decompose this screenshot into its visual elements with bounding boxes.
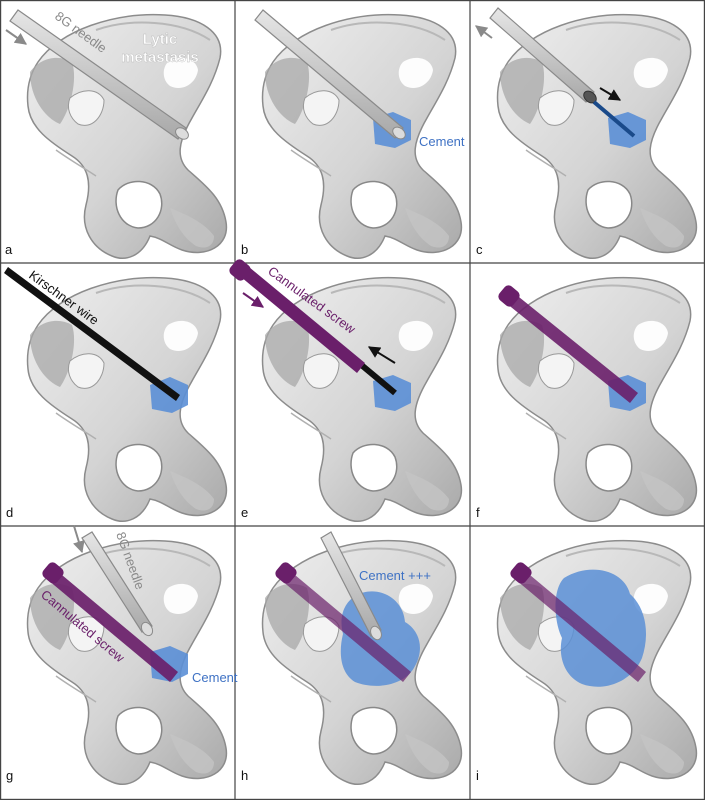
panel-letter: f	[476, 505, 480, 520]
arrow-icon	[73, 525, 85, 554]
cannulated-screw	[48, 570, 178, 682]
panel-d: Kirschner wire d	[4, 267, 228, 523]
needle	[254, 9, 406, 140]
screw-head	[510, 562, 532, 584]
needle	[320, 531, 382, 641]
cannulated-screw	[241, 267, 365, 373]
panel-letter: h	[241, 768, 248, 783]
arrow-icon	[599, 87, 622, 101]
panel-b: Cement b	[241, 9, 465, 260]
needle	[9, 9, 189, 140]
panel-letter: a	[5, 242, 13, 257]
cement-label: Cement +++	[359, 568, 431, 583]
needle	[81, 531, 154, 637]
arrow-icon	[475, 25, 493, 39]
screw-head	[275, 562, 297, 584]
panel-g: 8G needle Cannulated screw Cement g	[6, 525, 238, 786]
screw-head	[229, 259, 251, 281]
panel-letter: i	[476, 768, 479, 783]
arrow-icon	[242, 292, 264, 308]
cement-label: Cement	[192, 670, 238, 685]
arrow-icon	[367, 346, 396, 364]
panel-letter: e	[241, 505, 248, 520]
panel-letter: c	[476, 242, 483, 257]
cannulated-screw	[506, 293, 638, 403]
panel-letter: b	[241, 242, 248, 257]
panel-a: 8G needle Lytic metastasis a	[5, 8, 228, 260]
panel-c: c	[475, 7, 698, 260]
lytic-label-line2: metastasis	[121, 49, 199, 66]
panel-e: Cannulated screw e	[229, 259, 463, 523]
cannulated-screw	[281, 570, 411, 682]
lytic-label-line1: Lytic	[143, 31, 177, 48]
screw-head	[498, 285, 520, 307]
needle	[489, 7, 597, 104]
screw-head	[42, 562, 64, 584]
panel-letter: g	[6, 768, 13, 783]
arrow-icon	[5, 29, 27, 45]
panel-h: Cement +++ h	[241, 531, 463, 786]
panel-letter: d	[6, 505, 13, 520]
panel-i: i	[476, 539, 698, 786]
k-wire-inner	[592, 100, 636, 138]
cement-label: Cement	[419, 134, 465, 149]
panel-f: f	[476, 276, 698, 523]
kirschner-wire	[4, 267, 180, 401]
cannulated-screw	[516, 570, 646, 682]
